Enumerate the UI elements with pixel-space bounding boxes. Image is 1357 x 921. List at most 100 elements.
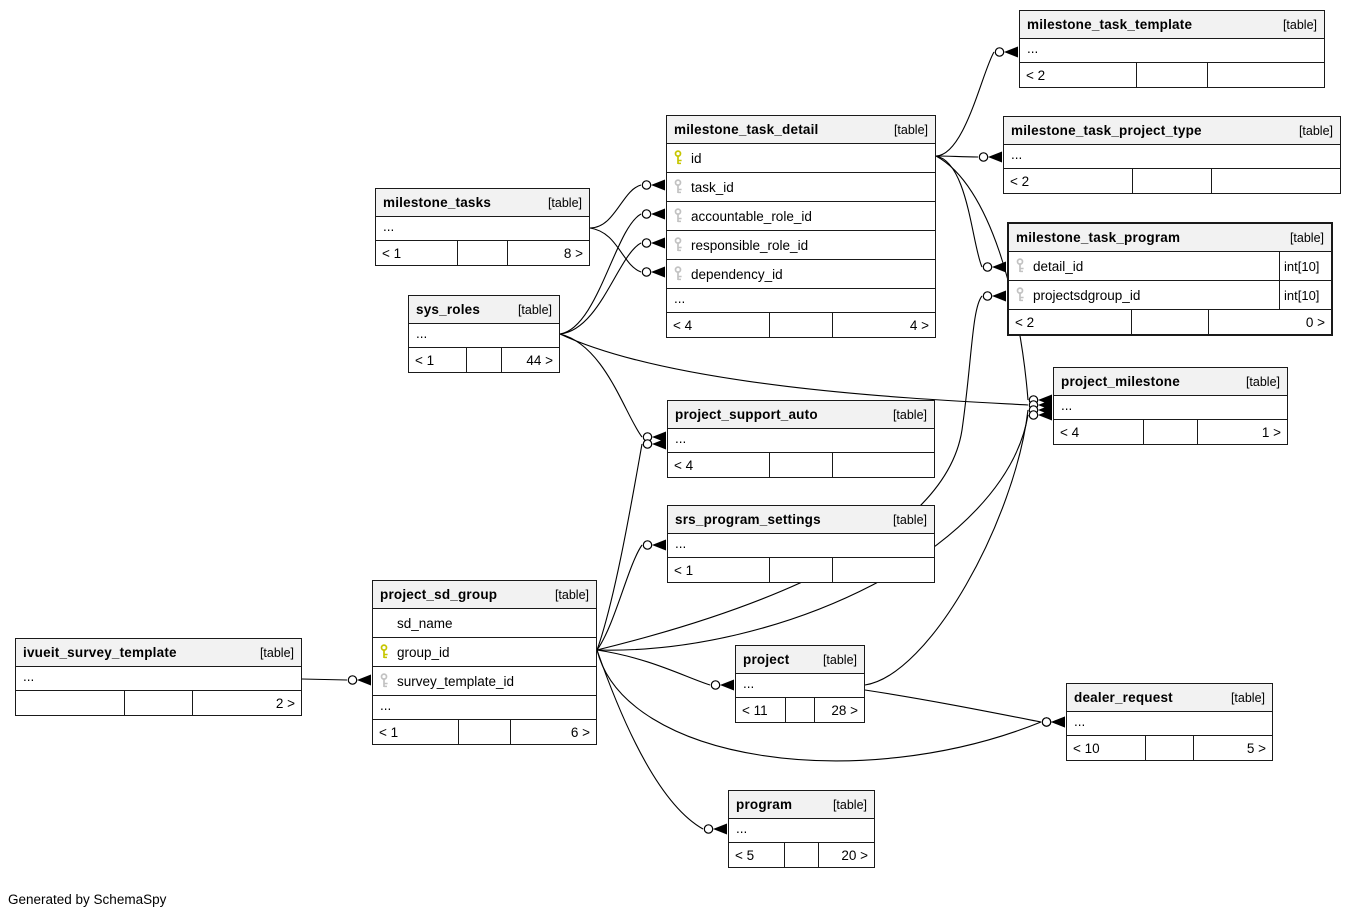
footer-spacer [1131,310,1209,334]
table-title: ivueit_survey_template [23,645,177,660]
table-project_support_auto[interactable]: project_support_auto[table]...< 4 [667,400,935,478]
relationship-edge-project_sd_group.group_id-to-milestone_task_program [596,295,983,651]
footer-spacer [124,691,193,715]
zero-or-more-circle-icon [642,540,653,550]
relationship-edge-ivueit_survey_template-to-project_sd_group [301,678,348,681]
column-type: int[10] [1279,281,1331,309]
footer-parents-count: < 1 [415,352,435,368]
table-sys_roles[interactable]: sys_roles[table]... < 1 44 > [408,295,560,373]
column-row-dependency_id[interactable]: dependency_id [667,260,935,289]
relationship-edge-project_sd_group.group_id-to-project_milestone [596,414,1029,651]
table-milestone_task_project_type[interactable]: milestone_task_project_type[table]...< 2 [1003,116,1341,194]
crows-foot-arrow-icon [992,261,1006,273]
column-row-id[interactable]: id [667,144,935,173]
table-title: project_milestone [1061,374,1180,389]
crows-foot-arrow-icon [713,823,727,835]
footer-children-count: 44 > [526,352,553,368]
table-header: project[table] [736,646,864,674]
crows-foot-arrow-icon [651,208,665,220]
crows-foot-arrow-icon [988,151,1002,163]
crows-foot-arrow-icon [992,290,1006,302]
column-name: responsible_role_id [691,237,809,253]
column-name: accountable_role_id [691,208,812,224]
column-row-survey_template_id[interactable]: survey_template_id [373,667,596,696]
foreign-key-icon [1009,287,1033,303]
relationship-edge-milestone_task_detail.id-to-project_milestone [935,155,1029,401]
column-row-sd_name[interactable]: sd_name [373,609,596,638]
footer-parents-count: < 2 [1026,67,1046,83]
footer-spacer [769,453,833,477]
table-header: sys_roles[table] [409,296,559,324]
footer-parents-count: < 11 [742,702,768,718]
relationship-edge-project_sd_group.group_id-to-program [596,649,704,830]
zero-or-more-circle-icon [347,675,358,685]
table-srs_program_settings[interactable]: srs_program_settings[table]...< 1 [667,505,935,583]
cardinality-footer: < 2 [1020,63,1324,87]
footer-parents-count: < 5 [735,847,755,863]
relationship-edge-milestone_task_detail.id-to-milestone_task_template [935,51,995,157]
footer-children-count: 1 > [1261,424,1281,440]
footer-children-count [1212,169,1340,193]
column-row-task_id[interactable]: task_id [667,173,935,202]
ellipsis-row: ... [736,674,864,698]
table-type-tag: [table] [1245,374,1280,389]
table-type-tag: [table] [822,652,857,667]
footer-children-count: 8 > [563,245,583,261]
relationship-edge-sys_roles-to-milestone_task_detail [559,242,642,335]
table-milestone_task_template[interactable]: milestone_task_template[table]...< 2 [1019,10,1325,88]
footer-parents-count: < 4 [1060,424,1080,440]
footer-parents-count: < 1 [382,245,402,261]
table-project[interactable]: project[table]... < 11 28 > [735,645,865,723]
column-name: dependency_id [691,266,783,282]
crows-foot-arrow-icon [1051,716,1065,728]
column-row-group_id[interactable]: group_id [373,638,596,667]
cardinality-footer: < 4 1 > [1054,420,1287,444]
cardinality-footer: < 1 8 > [376,241,589,265]
table-type-tag: [table] [554,587,589,602]
ellipsis-row: ... [409,324,559,348]
table-title: milestone_tasks [383,195,492,210]
cardinality-footer: < 1 [668,558,934,582]
footer-spacer [466,348,502,372]
column-type: int[10] [1279,252,1331,280]
footer-children-count: 2 > [275,695,295,711]
zero-or-more-circle-icon [641,238,652,248]
footer-parents-count: < 1 [379,724,399,740]
table-title: milestone_task_program [1016,230,1181,245]
column-row-responsible_role_id[interactable]: responsible_role_id [667,231,935,260]
footer-parents-count: < 1 [674,562,694,578]
table-title: milestone_task_template [1027,17,1193,32]
crows-foot-arrow-icon [651,179,665,191]
table-type-tag: [table] [893,122,928,137]
table-type-tag: [table] [1282,17,1317,32]
footer-spacer [1144,736,1195,760]
crows-foot-arrow-icon [651,266,665,278]
table-title: project_support_auto [675,407,818,422]
table-title: sys_roles [416,302,481,317]
table-header: milestone_tasks [table] [376,189,589,217]
footer-children-count [833,453,934,477]
table-title: dealer_request [1074,690,1173,705]
footer-children-count: 28 > [831,702,858,718]
footer-children-count: 0 > [1305,314,1325,330]
zero-or-more-circle-icon [978,152,989,162]
table-ivueit_survey_template[interactable]: ivueit_survey_template[table]...2 > [15,638,302,716]
footer-children-count: 4 > [909,317,929,333]
table-type-tag: [table] [1289,230,1324,245]
table-header: milestone_task_detail[table] [667,116,935,144]
column-row-accountable_role_id[interactable]: accountable_role_id [667,202,935,231]
footer-children-count: 5 > [1246,740,1266,756]
zero-or-more-circle-icon [641,267,652,277]
table-type-tag: [table] [547,195,582,210]
table-title: milestone_task_project_type [1011,123,1202,138]
